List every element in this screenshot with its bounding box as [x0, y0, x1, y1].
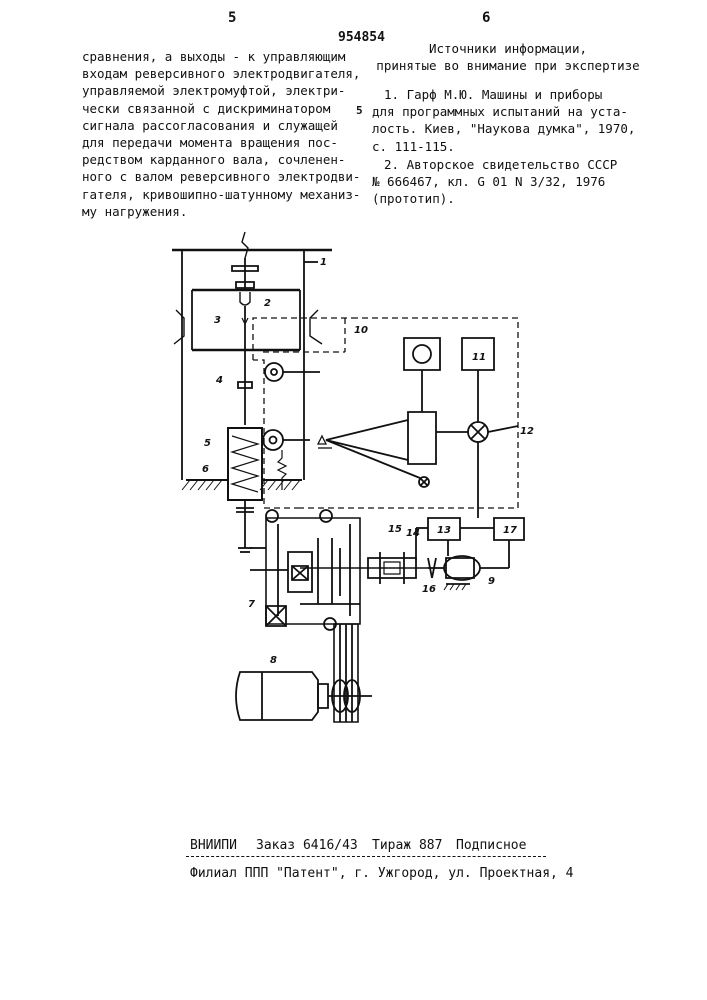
footer-circulation: Тираж 887	[372, 838, 442, 853]
footer-branch: Филиал ППП "Патент", г. Ужгород, ул. Про…	[190, 866, 574, 881]
footer-divider	[186, 856, 546, 857]
label-10: 10	[354, 325, 368, 336]
label-17: 17	[503, 525, 517, 536]
label-5: 5	[204, 438, 211, 449]
footer-org: ВНИИПИ	[190, 838, 237, 853]
label-6: 6	[202, 464, 209, 475]
label-2: 2	[264, 298, 271, 309]
label-3: 3	[214, 315, 221, 326]
label-7: 7	[248, 599, 255, 610]
label-1: 1	[320, 257, 327, 268]
label-9: 9	[488, 576, 495, 587]
footer-subscription: Подписное	[456, 838, 526, 853]
label-12: 12	[520, 426, 534, 437]
label-13: 13	[437, 525, 451, 536]
label-11: 11	[472, 352, 486, 363]
label-4: 4	[215, 375, 223, 386]
label-14: 14	[406, 528, 420, 539]
label-8: 8	[270, 655, 277, 666]
label-15: 15	[388, 524, 402, 535]
label-16: 16	[422, 584, 436, 595]
footer-order: Заказ 6416/43	[256, 838, 358, 853]
